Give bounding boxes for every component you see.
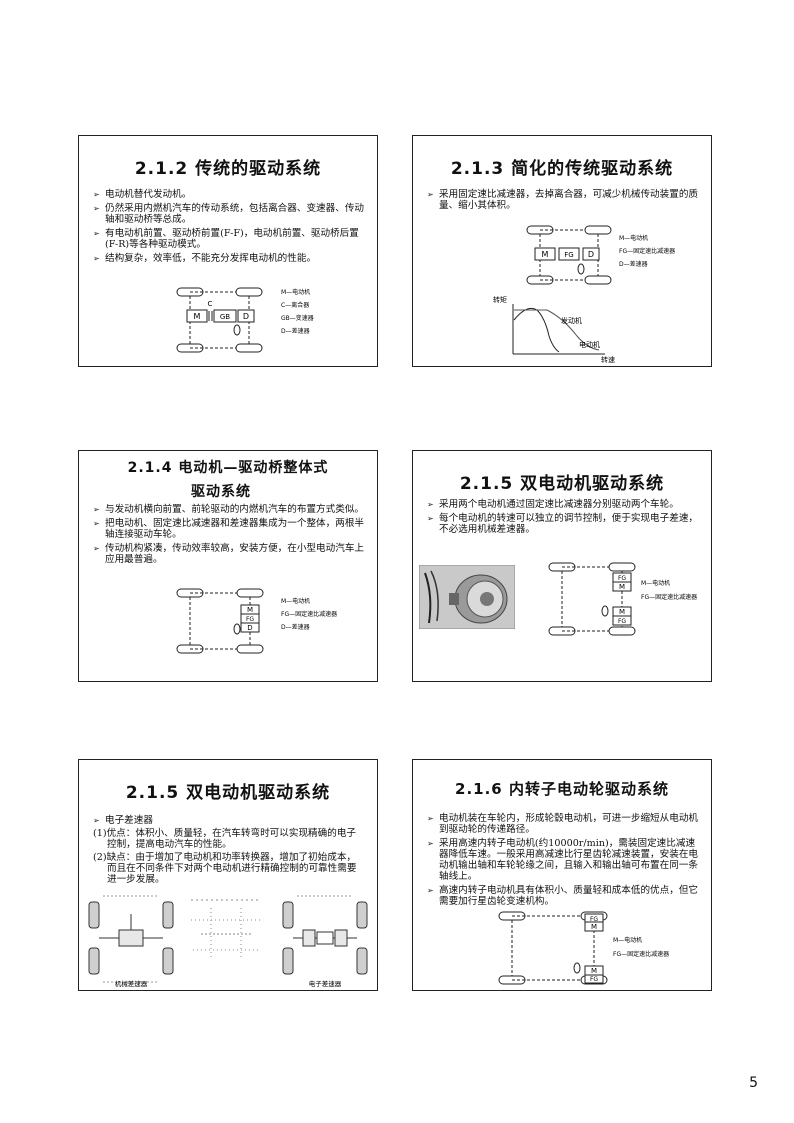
dual-motor-diagram: FG M M FG M—电动机 FG—固定速比减速器 bbox=[548, 562, 697, 636]
lead-list: ➢电子差速器 bbox=[93, 815, 367, 829]
motor-curve bbox=[514, 309, 600, 351]
list-item: ➢电动机装在车轮内，形成轮毂电动机，可进一步缩短从电动机到驱动轮的传递路径。 bbox=[427, 813, 699, 835]
box-label: M bbox=[247, 606, 253, 614]
slide-title: 2.1.5 双电动机驱动系统 bbox=[459, 474, 665, 494]
arrow-bullet-icon: ➢ bbox=[93, 519, 100, 528]
slide-title: 2.1.6 内转子电动轮驱动系统 bbox=[455, 780, 669, 798]
torque-speed-chart: 转矩 转速 发动机 电动机 bbox=[493, 295, 615, 364]
box-label: FG bbox=[618, 575, 626, 582]
drivetrain-diagram: M FG D M—电动机 FG—固定速比减速器 D—差速器 bbox=[176, 588, 337, 654]
clutch-label: C bbox=[208, 300, 213, 308]
slide-2-1-2: 2.1.2 传统的驱动系统 ➢电动机替代发动机。 ➢仍然采用内燃机汽车的传动系统… bbox=[78, 135, 378, 367]
bullet-list: ➢采用固定速比减速器，去掉离合器，可减少机械传动装置的质量、缩小其体积。 bbox=[427, 189, 701, 214]
box-label: FG bbox=[564, 251, 573, 259]
arrow-bullet-icon: ➢ bbox=[93, 229, 100, 238]
list-item: ➢采用固定速比减速器，去掉离合器，可减少机械传动装置的质量、缩小其体积。 bbox=[427, 189, 699, 211]
box-label: FG bbox=[590, 976, 598, 983]
differential-comparison-figure: 机械差速器 电子差速器 bbox=[88, 895, 368, 988]
list-item: ➢传动机构紧凑，传动效率较高，安装方便，在小型电动汽车上应用最普遍。 bbox=[93, 543, 365, 565]
list-item: ➢采用高速内转子电动机(约10000r/min)，需装固定速比减速器降低车速。一… bbox=[427, 838, 699, 882]
box-label: M bbox=[619, 608, 625, 616]
box-label: FG bbox=[590, 916, 598, 923]
box-label: FG bbox=[246, 616, 254, 623]
box-label: FG bbox=[618, 618, 626, 625]
list-item: ➢高速内转子电动机具有体积小、质量轻和成本低的优点，但它需要加行星齿轮变速机构。 bbox=[427, 885, 699, 907]
list-item: ➢采用两个电动机通过固定速比减速器分别驱动两个车轮。 bbox=[427, 499, 679, 510]
page-number: 5 bbox=[749, 1075, 758, 1091]
legend-item: FG—固定速比减速器 bbox=[641, 593, 697, 601]
legend-item: D—差速器 bbox=[619, 260, 648, 268]
arrow-bullet-icon: ➢ bbox=[427, 886, 434, 895]
list-item: ➢每个电动机的转速可以独立的调节控制，便于实现电子差速，不必选用机械差速器。 bbox=[427, 513, 699, 535]
slide-2-1-5-b: 2.1.5 双电动机驱动系统 ➢电子差速器 (1)优点：体积小、质量轻，在汽车转… bbox=[78, 759, 378, 991]
chart-xlabel: 转速 bbox=[601, 355, 615, 364]
legend-item: D—差速器 bbox=[281, 623, 310, 631]
bullet-list: ➢电动机替代发动机。 ➢仍然采用内燃机汽车的传动系统，包括离合器、变速器、传动轴… bbox=[93, 189, 367, 267]
legend-item: FG—固定速比减速器 bbox=[281, 610, 337, 618]
figure-caption: 机械差速器 bbox=[115, 979, 148, 988]
series-label: 电动机 bbox=[579, 340, 600, 349]
arrow-bullet-icon: ➢ bbox=[93, 544, 100, 553]
arrow-bullet-icon: ➢ bbox=[93, 816, 100, 825]
box-label: GB bbox=[220, 313, 230, 321]
arrow-bullet-icon: ➢ bbox=[427, 190, 434, 199]
legend-item: FG—固定速比减速器 bbox=[613, 950, 669, 958]
box-label: M bbox=[194, 312, 201, 321]
box-label: D bbox=[247, 624, 252, 632]
legend-item: C—离合器 bbox=[281, 301, 309, 309]
slide-2-1-3: 2.1.3 简化的传统驱动系统 ➢采用固定速比减速器，去掉离合器，可减少机械传动… bbox=[412, 135, 712, 367]
list-item: ➢结构复杂，效率低，不能充分发挥电动机的性能。 bbox=[93, 253, 317, 264]
box-label: M bbox=[591, 923, 597, 931]
list-item: ➢电动机替代发动机。 bbox=[93, 189, 192, 200]
legend-item: FG—固定速比减速器 bbox=[619, 247, 675, 255]
list-item: ➢仍然采用内燃机汽车的传动系统，包括离合器、变速器、传动轴和驱动桥等总成。 bbox=[93, 203, 365, 225]
legend-item: M—电动机 bbox=[619, 234, 648, 242]
hub-motor-photo bbox=[419, 565, 515, 629]
figure-caption: 电子差速器 bbox=[309, 979, 342, 988]
slide-title: 2.1.3 简化的传统驱动系统 bbox=[450, 159, 674, 179]
bullet-list: ➢电动机装在车轮内，形成轮毂电动机，可进一步缩短从电动机到驱动轮的传递路径。 ➢… bbox=[427, 813, 701, 910]
paragraph: (1)优点：体积小、质量轻，在汽车转弯时可以实现精确的电子控制，提高电动汽车的性… bbox=[93, 828, 357, 850]
legend-item: GB—变速器 bbox=[281, 314, 314, 322]
slide-title: 2.1.2 传统的驱动系统 bbox=[134, 159, 322, 179]
slide-2-1-6: 2.1.6 内转子电动轮驱动系统 ➢电动机装在车轮内，形成轮毂电动机，可进一步缩… bbox=[412, 759, 712, 991]
drivetrain-diagram: M FG D M—电动机 FG—固定速比减速器 D—差速器 bbox=[526, 225, 675, 285]
arrow-bullet-icon: ➢ bbox=[427, 839, 434, 848]
list-item: ➢电子差速器 bbox=[93, 815, 153, 826]
list-item: ➢有电动机前置、驱动桥前置(F-F)，电动机前置、驱动桥后置(F-R)等各种驱动… bbox=[93, 228, 359, 250]
arrow-bullet-icon: ➢ bbox=[427, 814, 434, 823]
legend-item: M—电动机 bbox=[641, 579, 670, 587]
bullet-list: ➢与发动机横向前置、前轮驱动的内燃机汽车的布置方式类似。 ➢把电动机、固定速比减… bbox=[93, 504, 367, 568]
drivetrain-diagram: M C GB D M—电动机 C—离合器 GB—变速器 D—差速器 bbox=[176, 287, 314, 353]
slide-title-line2: 驱动系统 bbox=[191, 484, 251, 500]
arrow-bullet-icon: ➢ bbox=[427, 514, 434, 523]
slide-2-1-4: 2.1.4 电动机—驱动桥整体式 驱动系统 ➢与发动机横向前置、前轮驱动的内燃机… bbox=[78, 450, 378, 682]
arrow-bullet-icon: ➢ bbox=[93, 204, 100, 213]
bullet-list: ➢采用两个电动机通过固定速比减速器分别驱动两个车轮。 ➢每个电动机的转速可以独立… bbox=[427, 499, 701, 538]
list-item: ➢把电动机、固定速比减速器和差速器集成为一个整体，两根半轴连接驱动车轮。 bbox=[93, 518, 365, 540]
series-label: 发动机 bbox=[561, 316, 582, 325]
paragraph-block: (1)优点：体积小、质量轻，在汽车转弯时可以实现精确的电子控制，提高电动汽车的性… bbox=[93, 828, 365, 887]
legend-item: M—电动机 bbox=[281, 597, 310, 605]
box-label: D bbox=[243, 312, 249, 321]
list-item: ➢与发动机横向前置、前轮驱动的内燃机汽车的布置方式类似。 bbox=[93, 504, 365, 515]
legend-item: M—电动机 bbox=[613, 936, 642, 944]
chart-ylabel: 转矩 bbox=[493, 295, 507, 304]
box-label: M bbox=[591, 967, 597, 975]
slide-title: 2.1.4 电动机—驱动桥整体式 bbox=[127, 460, 329, 476]
box-label: M bbox=[619, 583, 625, 591]
arrow-bullet-icon: ➢ bbox=[93, 190, 100, 199]
arrow-bullet-icon: ➢ bbox=[93, 505, 100, 514]
legend-item: M—电动机 bbox=[281, 288, 310, 296]
paragraph: (2)缺点：由于增加了电动机和功率转换器，增加了初始成本，而且在不同条件下对两个… bbox=[93, 852, 357, 885]
slide-title: 2.1.5 双电动机驱动系统 bbox=[125, 783, 331, 803]
legend-item: D—差速器 bbox=[281, 327, 310, 335]
box-label: M bbox=[542, 250, 549, 259]
arrow-bullet-icon: ➢ bbox=[93, 254, 100, 263]
slide-2-1-5-a: 2.1.5 双电动机驱动系统 ➢采用两个电动机通过固定速比减速器分别驱动两个车轮… bbox=[412, 450, 712, 682]
arrow-bullet-icon: ➢ bbox=[427, 500, 434, 509]
engine-curve bbox=[513, 307, 560, 353]
in-wheel-motor-diagram: FG M M FG M—电动机 FG—固定速比减速器 bbox=[498, 911, 669, 985]
box-label: D bbox=[588, 250, 594, 259]
